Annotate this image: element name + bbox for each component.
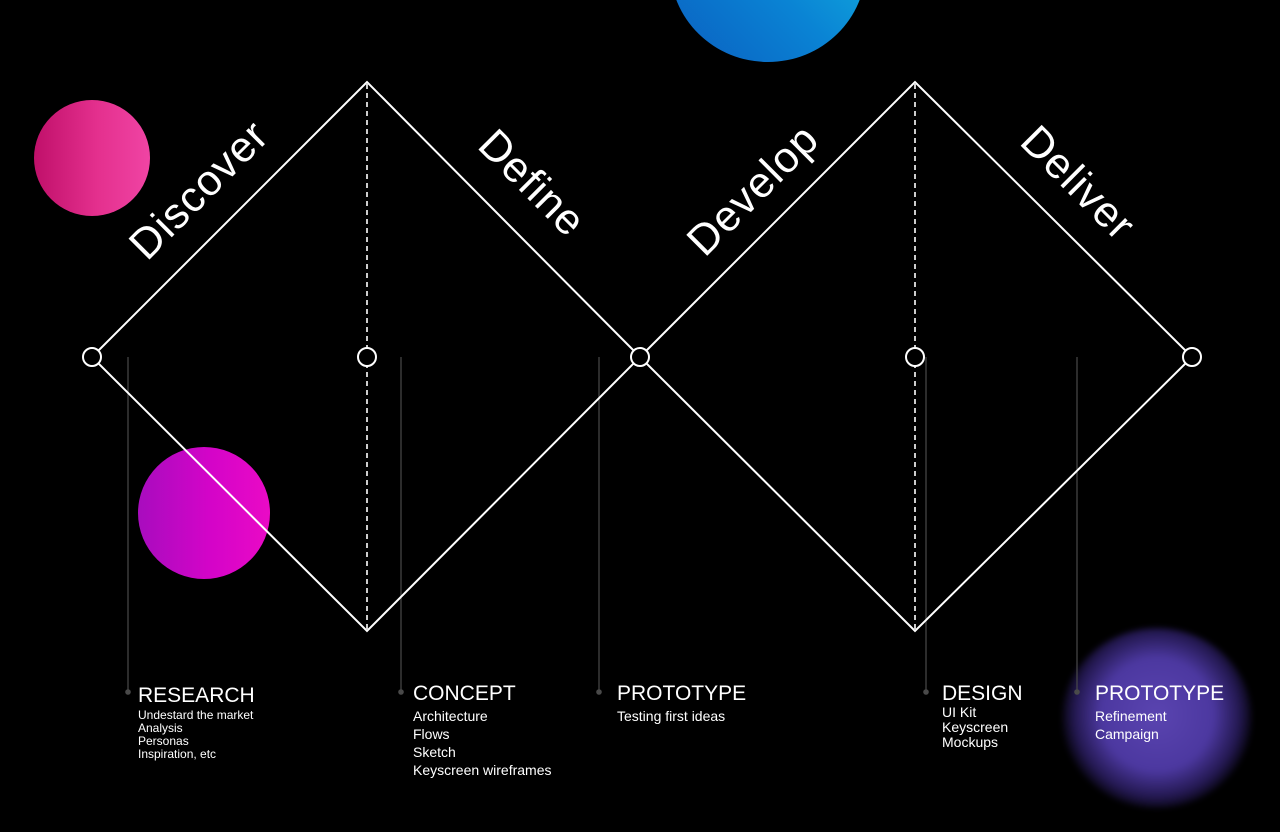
phase-label-define: Define (469, 120, 595, 246)
stage-prototype-1: PROTOTYPE Testing first ideas (617, 683, 746, 725)
pink-circle-decoration (34, 100, 150, 216)
list-item: Sketch (413, 744, 456, 760)
list-item: Keyscreen wireframes (413, 762, 552, 778)
list-item: Architecture (413, 708, 488, 724)
list-item: Personas (138, 734, 189, 748)
stage-list-prototype-1: Testing first ideas (617, 707, 746, 725)
stage-title-prototype-2: PROTOTYPE (1095, 682, 1225, 705)
list-item: Undestard the market (138, 708, 254, 722)
purple-glow-decoration (1062, 628, 1252, 808)
list-item: Keyscreen (942, 719, 1009, 735)
phase-label-deliver: Deliver (1011, 116, 1145, 250)
stage-list-design: UI Kit Keyscreen Mockups (942, 705, 1023, 750)
list-item: Refinement (1095, 708, 1167, 724)
node-start (82, 347, 102, 367)
connector-dot-prototype-1 (596, 689, 602, 695)
list-item: Analysis (138, 721, 183, 735)
connector-dot-prototype-2 (1074, 689, 1080, 695)
list-item: Flows (413, 726, 450, 742)
stage-list-prototype-2: Refinement Campaign (1095, 707, 1224, 743)
node-diamond-1-center (357, 347, 377, 367)
stage-title-concept: CONCEPT (413, 682, 516, 705)
stage-title-research: RESEARCH (138, 684, 255, 707)
stage-title-prototype-1: PROTOTYPE (617, 682, 747, 705)
stage-list-research: Undestard the market Analysis Personas I… (138, 709, 255, 761)
phase-label-discover: Discover (120, 111, 278, 269)
list-item: Mockups (942, 734, 999, 750)
stage-list-concept: Architecture Flows Sketch Keyscreen wire… (413, 707, 552, 779)
stage-title-design: DESIGN (942, 682, 1023, 705)
list-item: Testing first ideas (617, 708, 726, 724)
list-item: UI Kit (942, 704, 977, 720)
stage-design: DESIGN UI Kit Keyscreen Mockups (942, 683, 1023, 750)
connector-dot-design (923, 689, 929, 695)
list-item: Inspiration, etc (138, 747, 217, 761)
stage-research: RESEARCH Undestard the market Analysis P… (138, 685, 255, 761)
node-diamond-2-center (905, 347, 925, 367)
node-end (1182, 347, 1202, 367)
stage-prototype-2: PROTOTYPE Refinement Campaign (1095, 683, 1224, 743)
connector-dot-research (125, 689, 131, 695)
connector-dot-concept (398, 689, 404, 695)
stage-concept: CONCEPT Architecture Flows Sketch Keyscr… (413, 683, 552, 779)
list-item: Campaign (1095, 726, 1159, 742)
node-middle (630, 347, 650, 367)
